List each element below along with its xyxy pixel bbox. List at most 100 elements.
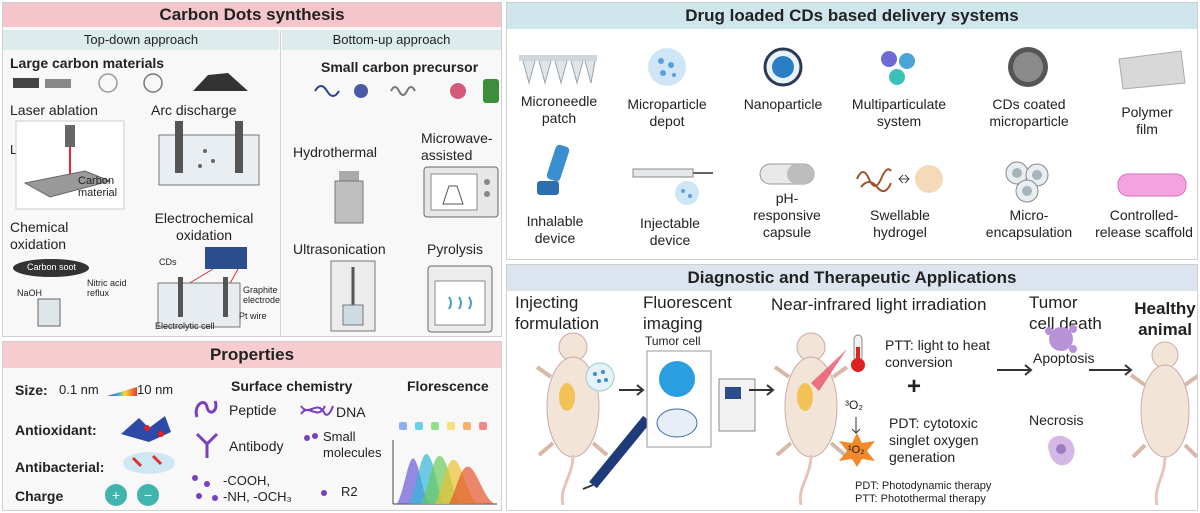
antioxidant-label: Antioxidant: [15, 422, 97, 438]
nitric-acid-label-2: reflux [87, 288, 110, 298]
electrolytic-cell-label: Electrolytic cell [155, 321, 215, 331]
delivery-item-5-line1: Polymer [1121, 104, 1173, 120]
hydrothermal-label: Hydrothermal [293, 144, 378, 160]
delivery-item-2-line1: Nanoparticle [743, 96, 823, 112]
diagnostic-panel: Diagnostic and Therapeutic Applications … [506, 264, 1198, 511]
naoh-label: NaOH [17, 288, 43, 298]
properties-panel: Properties Size: 0.1 nm 10 nm Antioxidan… [2, 341, 502, 511]
microneedle-icon [519, 55, 597, 85]
precursor-icons [314, 79, 499, 103]
arc-discharge-label: Arc discharge [151, 102, 237, 118]
delivery-item-10-line2: encapsulation [985, 224, 1073, 240]
ultrasonication-label: Ultrasonication [293, 241, 386, 257]
delivery-item-10-line1: Micro- [1009, 207, 1049, 223]
autoclave-icon [334, 171, 364, 224]
delivery-item-3-line2: system [876, 113, 922, 129]
laser-beam-icon [811, 349, 847, 391]
synthesis-header: Carbon Dots synthesis [3, 3, 501, 27]
microencapsulation-icon [1005, 161, 1049, 203]
pdt-label-2: singlet oxygen [889, 432, 979, 448]
nitric-acid-label-1: Nitric acid [87, 278, 127, 288]
functional-groups-label-2: -NH, -OCH₃ [223, 489, 292, 504]
small-molecules-label-2: molecules [323, 445, 382, 460]
laser-ablation-label: Laser ablation [10, 102, 98, 118]
chemical-oxidation-label-2: oxidation [10, 236, 67, 252]
antibody-icon [195, 432, 219, 458]
graphite-label-1: Graphite [243, 285, 278, 295]
injecting-label-1: Injecting [515, 293, 579, 312]
delivery-item-0-line1: Microneedle [520, 93, 598, 109]
small-molecule-icon [304, 433, 318, 441]
multiparticulate-icon [881, 51, 915, 85]
delivery-item-8-line1: pH- [775, 190, 799, 206]
small-molecules-label-1: Small [323, 429, 356, 444]
syringe-icon [632, 168, 713, 205]
delivery-item-8-line2: responsive [753, 207, 821, 223]
delivery-item-6-line2: device [534, 230, 576, 246]
tumor-cell-label: Tumor cell [645, 334, 701, 348]
ultrasonicator-icon [330, 260, 376, 332]
carbon-material-label-2: material [78, 187, 118, 199]
inhaler-icon [537, 144, 570, 195]
thermometer-icon [851, 334, 865, 372]
healthy-label-1: Healthy [1134, 299, 1196, 318]
pdt-label-3: generation [889, 449, 956, 465]
carbon-soot-label: Carbon soot [27, 262, 77, 272]
scaffold-icon [1117, 173, 1187, 197]
functional-groups-label-1: -COOH, [223, 473, 270, 488]
delivery-item-4-line2: microparticle [989, 113, 1069, 129]
delivery-item-1-line1: Microparticle [627, 96, 707, 112]
florescence-label: Florescence [407, 378, 489, 394]
dna-label: DNA [336, 404, 366, 420]
delivery-item-6-line1: Inhalable [526, 213, 584, 229]
carbon-soot-icon [13, 259, 89, 277]
triplet-oxygen-label: ³O₂ [845, 398, 863, 412]
microwave-label-1: Microwave- [421, 130, 493, 146]
necrosis-label: Necrosis [1029, 412, 1084, 428]
bottom-up-header: Bottom-up approach [282, 30, 501, 50]
peptide-label: Peptide [229, 402, 277, 418]
pyrolysis-label: Pyrolysis [427, 241, 484, 257]
pdt-legend-label: PDT: Photodynamic therapy [855, 480, 992, 492]
cds-coated-microparticle-icon [1008, 47, 1048, 87]
arrow-icon [749, 384, 775, 396]
healthy-label-2: animal [1138, 320, 1192, 339]
delivery-item-9-line2: hydrogel [873, 224, 927, 240]
pt-wire-label: Pt wire [239, 311, 267, 321]
antibody-label: Antibody [229, 438, 284, 454]
nir-label: Near-infrared light irradiation [771, 295, 987, 314]
singlet-oxygen-icon [839, 433, 875, 467]
surface-chemistry-label: Surface chemistry [231, 378, 353, 394]
arrow-down-icon [851, 417, 861, 434]
properties-header: Properties [3, 342, 501, 368]
peptide-icon [194, 400, 218, 418]
synthesis-title: Carbon Dots synthesis [159, 5, 345, 24]
fluorescence-spectrum-icon [392, 422, 497, 505]
antibacterial-icon [123, 452, 175, 474]
r2-label: R2 [341, 484, 358, 499]
delivery-item-3-line1: Multiparticulate [851, 96, 947, 112]
chemical-oxidation-label-1: Chemical [10, 219, 69, 235]
delivery-title: Drug loaded CDs based delivery systems [685, 6, 1019, 25]
ptt-label-2: conversion [885, 354, 953, 370]
plus-label: + [907, 373, 922, 400]
delivery-item-7-line2: device [649, 232, 691, 248]
fluorescent-label-1: Fluorescent [643, 293, 732, 312]
electrochemical-cell-icon [157, 247, 247, 328]
delivery-item-11-line2: release scaffold [1095, 224, 1193, 240]
nanoparticle-icon [763, 47, 803, 87]
properties-title: Properties [209, 345, 295, 364]
cds-label: CDs [159, 257, 177, 267]
carbon-materials-icon [13, 73, 248, 93]
syringe-icon [582, 415, 651, 490]
large-materials-label: Large carbon materials [10, 55, 165, 71]
dna-icon [300, 405, 334, 416]
size-label: Size: [15, 382, 48, 398]
mouse-icon [535, 332, 611, 506]
necrotic-cell-icon [1048, 435, 1075, 466]
functional-groups-icon [192, 475, 218, 501]
arrow-icon [619, 384, 645, 396]
microwave-icon [423, 166, 499, 218]
apoptotic-cell-icon [1045, 325, 1077, 353]
